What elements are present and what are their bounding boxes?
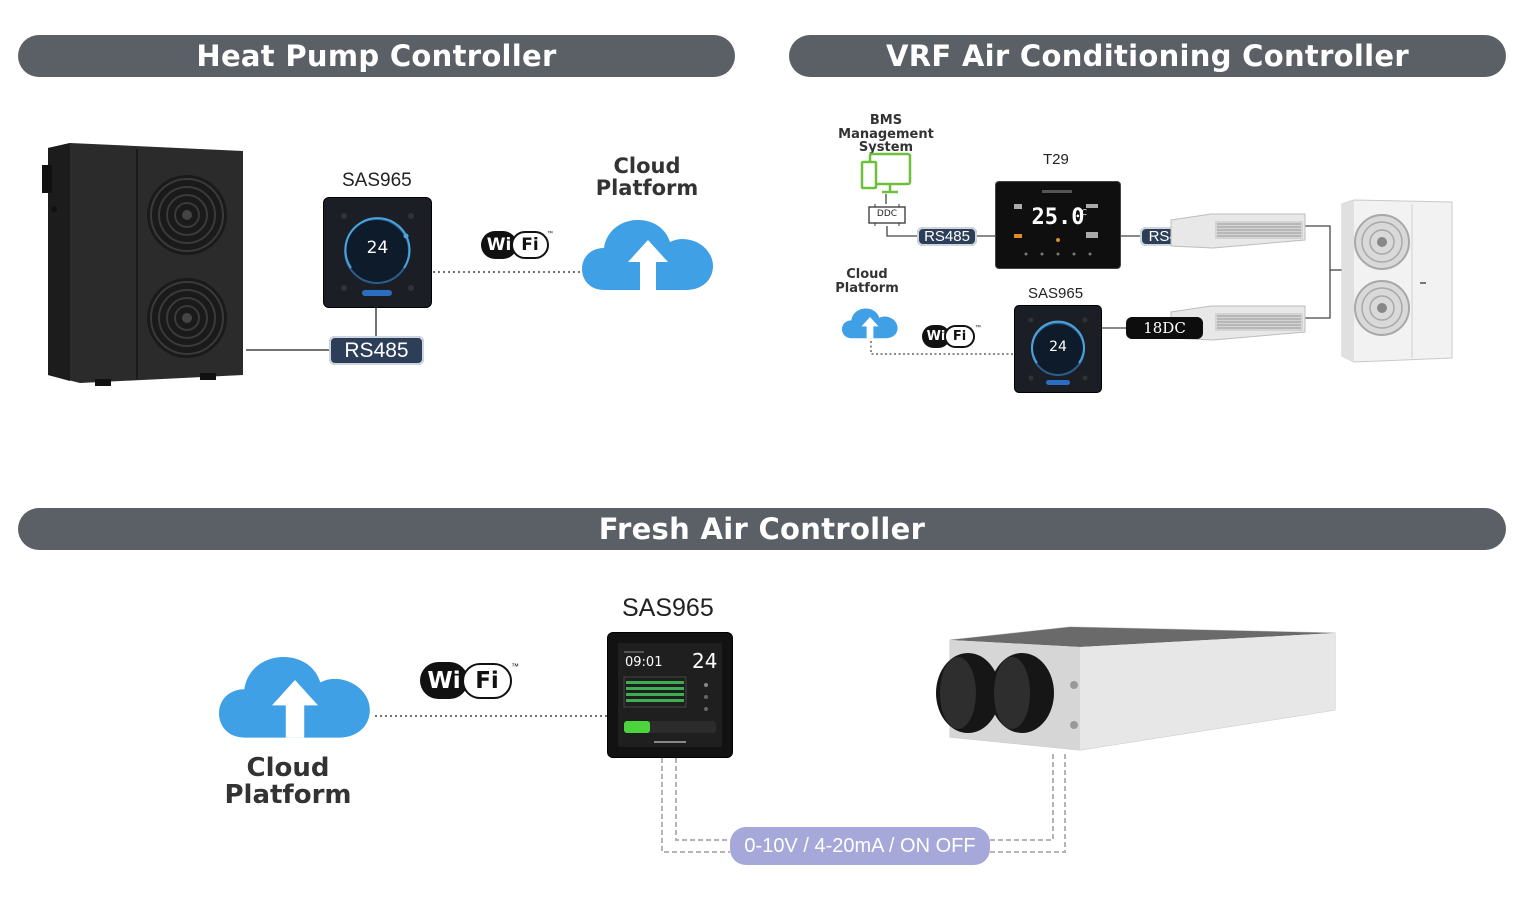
heat-pump-wifi-logo: Wi Fi <box>481 231 549 259</box>
monitor-icon <box>860 152 912 194</box>
fresh-air-wifi-logo: Wi Fi <box>420 662 512 699</box>
vrf-sas965-device: 24 <box>1015 306 1101 392</box>
heat-pump-rs485-tag: RS485 <box>329 336 424 365</box>
vrf-cloud-upload-icon <box>842 308 898 339</box>
vrf-cloud-label: Cloud Platform <box>835 267 899 296</box>
fresh-air-section-title: Fresh Air Controller <box>18 508 1506 550</box>
vrf-t29-label: T29 <box>1043 151 1069 168</box>
fresh-air-cloud-upload-icon <box>219 657 370 738</box>
heat-pump-cloud-upload-icon <box>582 220 713 290</box>
fresh-air-signal-tag: 0-10V / 4-20mA / ON OFF <box>730 827 990 865</box>
vrf-section-title: VRF Air Conditioning Controller <box>789 35 1506 77</box>
ducted-indoor-unit-icon-bottom <box>1170 305 1306 341</box>
vrf-t29-unit: ℃ <box>1078 208 1087 217</box>
vrf-18dc-tag: 18DC <box>1126 317 1203 339</box>
fresh-air-sas965-device: 09:01 24 <box>608 633 732 757</box>
wifi-trademark: ™ <box>975 325 981 331</box>
heat-pump-controller-temp: 24 <box>366 238 389 258</box>
wifi-fi-text: Fi <box>462 662 512 699</box>
ddc-module: DDC <box>867 204 907 226</box>
wifi-fi-text: Fi <box>944 325 975 348</box>
ddc-label: DDC <box>876 209 898 219</box>
heat-pump-controller-label: SAS965 <box>342 170 412 191</box>
vrf-bms-label: BMS Management System <box>838 113 934 156</box>
vrf-sas965-label: SAS965 <box>1028 285 1084 302</box>
vrf-rs485-tag-left: RS485 <box>917 227 977 246</box>
wifi-wi-text: Wi <box>420 662 468 699</box>
vrf-sas965-temp: 24 <box>1049 339 1067 355</box>
vrf-t29-temp: 25.0 <box>1031 205 1085 230</box>
heat-pump-cloud-label: Cloud Platform <box>595 154 699 201</box>
wifi-fi-text: Fi <box>511 231 549 259</box>
fresh-air-controller-label: SAS965 <box>622 594 714 622</box>
heat-pump-unit-icon <box>42 143 243 386</box>
wifi-wi-text: Wi <box>922 325 950 348</box>
fresh-air-cloud-label: Cloud Platform <box>224 753 352 811</box>
vrf-outdoor-unit-icon <box>1341 199 1453 363</box>
heat-pump-sas965-device: 24 <box>324 198 431 307</box>
vrf-t29-device: 25.0 ℃ <box>996 182 1120 268</box>
vrf-wifi-logo: Wi Fi <box>922 325 975 348</box>
fresh-air-unit-icon <box>936 626 1336 751</box>
wifi-trademark: ™ <box>511 662 519 671</box>
heat-pump-section-title: Heat Pump Controller <box>18 35 735 77</box>
wifi-trademark: ™ <box>547 231 553 237</box>
fresh-air-screen-time: 09:01 <box>625 655 663 670</box>
ducted-indoor-unit-icon-top <box>1170 213 1306 249</box>
fresh-air-screen-temp: 24 <box>692 649 718 673</box>
